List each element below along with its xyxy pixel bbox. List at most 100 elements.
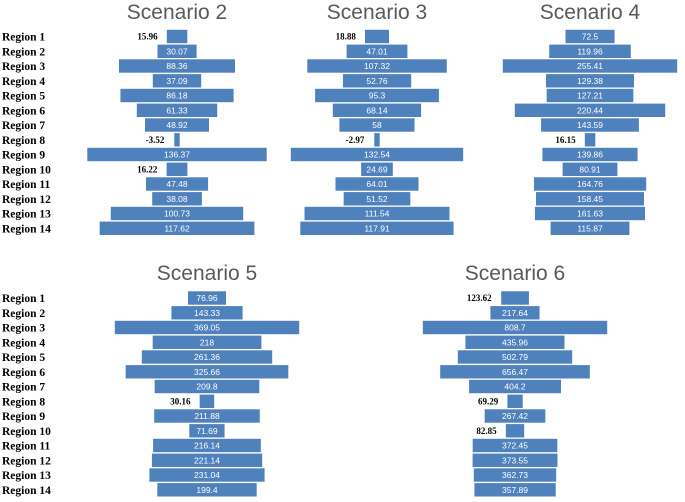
value-label: 88.36 xyxy=(166,61,188,71)
bar xyxy=(540,117,640,133)
bar xyxy=(338,117,416,133)
bar xyxy=(546,88,634,103)
region-label: Region 1 xyxy=(2,293,45,305)
panel-title: Scenario 4 xyxy=(540,1,641,24)
bar xyxy=(584,132,596,148)
value-label: 164.76 xyxy=(577,179,603,189)
bar xyxy=(187,290,227,306)
bar xyxy=(364,29,390,44)
value-label: 72.5 xyxy=(582,32,599,42)
region-label: Region 9 xyxy=(2,411,45,423)
value-label: 15.96 xyxy=(137,32,158,42)
value-label: 216.14 xyxy=(194,441,220,451)
bar xyxy=(299,221,455,236)
bar xyxy=(148,467,266,483)
panel-title: Scenario 5 xyxy=(157,262,257,285)
bar xyxy=(156,43,198,59)
bar xyxy=(314,88,440,103)
value-label: 16.22 xyxy=(137,164,158,174)
region-label: Region 14 xyxy=(2,223,51,235)
value-label: 373.55 xyxy=(502,455,528,465)
region-label: Region 2 xyxy=(2,46,45,58)
bar xyxy=(549,221,630,236)
region-label: Region 7 xyxy=(2,382,45,394)
value-label: 143.59 xyxy=(577,120,603,130)
bar xyxy=(173,132,181,148)
bar xyxy=(473,467,557,483)
value-label: 218 xyxy=(200,337,214,347)
value-label: 136.37 xyxy=(164,150,190,160)
value-label: 52.76 xyxy=(366,76,388,86)
value-label: 117.91 xyxy=(364,223,390,233)
value-label: -3.52 xyxy=(146,135,165,145)
value-label: 267.42 xyxy=(502,411,528,421)
value-label: 362.73 xyxy=(502,470,528,480)
value-label: 47.01 xyxy=(366,46,388,56)
value-label: 158.45 xyxy=(577,194,603,204)
value-label: 64.01 xyxy=(366,179,388,189)
region-label: Region 13 xyxy=(2,470,51,482)
panel-3: Scenario 318.8847.01107.3252.7695.368.14… xyxy=(290,1,464,236)
value-label: 808.7 xyxy=(504,323,526,333)
value-label: 127.21 xyxy=(577,91,603,101)
bar xyxy=(306,58,448,74)
bar xyxy=(145,176,209,192)
bar xyxy=(166,29,188,44)
bar xyxy=(564,29,616,44)
value-label: 18.88 xyxy=(336,32,357,42)
region-label: Region 5 xyxy=(2,91,45,103)
value-label: 404.2 xyxy=(504,382,526,392)
bar xyxy=(99,221,256,236)
panel-6: Scenario 6123.62217.64808.7435.96502.796… xyxy=(422,262,608,498)
bar xyxy=(166,162,189,177)
region-label: Region 12 xyxy=(2,455,51,467)
value-label: 69.29 xyxy=(478,396,499,406)
value-label: 656.47 xyxy=(502,367,528,377)
value-label: 117.62 xyxy=(164,223,190,233)
region-label: Region 10 xyxy=(2,426,51,438)
value-label: 357.89 xyxy=(502,485,528,495)
bar xyxy=(500,290,530,306)
bar xyxy=(457,349,573,365)
value-label: 37.09 xyxy=(166,76,188,86)
bar xyxy=(534,206,646,221)
value-label: 58 xyxy=(372,120,382,130)
bar xyxy=(473,482,557,498)
value-label: 111.54 xyxy=(365,209,390,219)
bar xyxy=(468,379,562,394)
value-label: 209.8 xyxy=(196,382,218,392)
bar xyxy=(125,364,289,380)
bar xyxy=(541,147,639,162)
bar xyxy=(422,320,608,335)
value-label: 16.15 xyxy=(555,135,576,145)
bar xyxy=(514,103,666,118)
bar xyxy=(119,88,235,103)
region-label: Region 11 xyxy=(2,179,50,191)
bar xyxy=(118,58,236,74)
region-label: Region 9 xyxy=(2,150,45,162)
panel-4: Scenario 472.5119.96255.41129.38127.2122… xyxy=(502,1,678,236)
region-label: Region 8 xyxy=(2,396,45,408)
value-label: 435.96 xyxy=(502,337,528,347)
panel-title: Scenario 3 xyxy=(327,1,427,24)
region-label: Region 14 xyxy=(2,485,51,497)
value-label: -2.97 xyxy=(346,135,365,145)
value-label: 231.04 xyxy=(194,470,220,480)
bar xyxy=(345,43,408,59)
value-label: 71.69 xyxy=(196,426,218,436)
bar xyxy=(373,132,381,148)
value-label: 369.05 xyxy=(194,323,220,333)
bar xyxy=(303,206,451,221)
bar xyxy=(86,147,268,162)
value-label: 80.91 xyxy=(579,164,601,174)
bar xyxy=(332,103,422,118)
value-label: 107.32 xyxy=(364,61,390,71)
value-label: 372.45 xyxy=(502,441,528,451)
bar xyxy=(110,206,244,221)
bar xyxy=(439,364,591,380)
bar xyxy=(471,452,559,468)
bar xyxy=(152,334,262,350)
bar xyxy=(533,176,647,192)
value-label: 220.44 xyxy=(577,105,603,115)
